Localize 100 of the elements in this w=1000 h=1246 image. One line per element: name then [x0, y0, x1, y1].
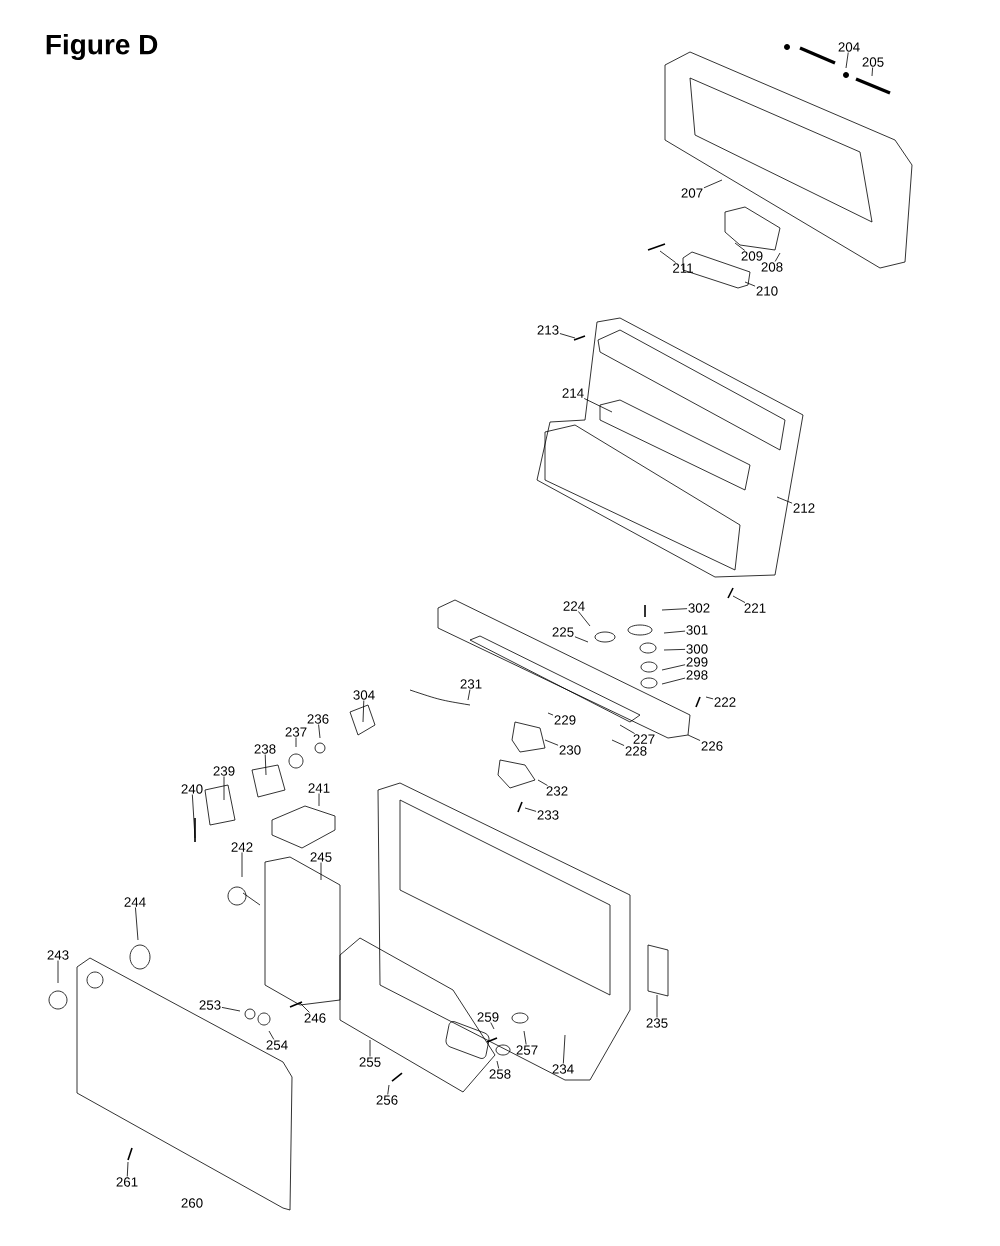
- callout-number: 246: [304, 1013, 326, 1023]
- leader-line: [268, 1030, 275, 1040]
- leader-line: [537, 779, 548, 786]
- callout-number: 228: [625, 746, 647, 756]
- callout-number: 221: [744, 603, 766, 613]
- leader-line: [732, 595, 746, 603]
- leader-line: [663, 648, 686, 651]
- leader-line: [191, 794, 196, 839]
- leader-line: [611, 739, 625, 746]
- leader-line: [320, 862, 322, 881]
- callout-number: 237: [285, 727, 307, 737]
- callout-number: 300: [686, 644, 708, 654]
- leader-line: [544, 739, 559, 746]
- callout-number: 260: [181, 1198, 203, 1208]
- callout-number: 241: [308, 783, 330, 793]
- leader-line: [490, 1022, 495, 1030]
- leader-line: [776, 496, 793, 504]
- leader-line: [547, 712, 554, 716]
- callout-number: 231: [460, 679, 482, 689]
- leader-line: [57, 960, 59, 984]
- callout-number: 299: [686, 657, 708, 667]
- leader-line: [523, 1030, 527, 1045]
- leader-line: [619, 724, 636, 734]
- callout-number: 229: [554, 715, 576, 725]
- callout-number: 226: [701, 741, 723, 751]
- leader-line: [369, 1039, 371, 1057]
- callout-number: 232: [546, 786, 568, 796]
- callout-number: 214: [562, 388, 584, 398]
- callout-number: 242: [231, 842, 253, 852]
- callout-number: 224: [563, 601, 585, 611]
- callout-number: 209: [741, 251, 763, 261]
- leader-line: [241, 852, 243, 878]
- callout-number: 227: [633, 734, 655, 744]
- callout-number: 225: [552, 627, 574, 637]
- callout-number: 298: [686, 670, 708, 680]
- figure-title: Figure D: [46, 33, 158, 61]
- callout-number: 234: [552, 1064, 574, 1074]
- leader-line: [299, 1002, 310, 1013]
- callout-number: 257: [516, 1045, 538, 1055]
- leader-line: [524, 807, 537, 812]
- callout-number: 239: [213, 766, 235, 776]
- callout-number: 304: [353, 690, 375, 700]
- leader-line: [663, 630, 686, 634]
- leader-line: [744, 281, 756, 287]
- callout-number: 255: [359, 1057, 381, 1067]
- callout-number: 258: [489, 1069, 511, 1079]
- leader-line: [362, 700, 365, 723]
- callout-number: 230: [559, 745, 581, 755]
- callout-number: 244: [124, 897, 146, 907]
- leader-line: [126, 1161, 129, 1177]
- leader-line: [734, 242, 746, 251]
- callout-number: 235: [646, 1018, 668, 1028]
- leader-line: [223, 776, 225, 801]
- leader-line: [871, 67, 873, 77]
- leader-line: [687, 734, 701, 741]
- callout-number: 245: [310, 852, 332, 862]
- leader-line: [774, 252, 781, 262]
- callout-number: 238: [254, 744, 276, 754]
- leader-line: [661, 677, 686, 685]
- callout-number: 222: [714, 697, 736, 707]
- leader-line: [467, 689, 471, 701]
- leader-line: [559, 333, 576, 339]
- leader-line: [661, 664, 686, 671]
- callout-number: 236: [307, 714, 329, 724]
- callout-number: 240: [181, 784, 203, 794]
- callout-number: 254: [266, 1040, 288, 1050]
- leader-line: [661, 608, 688, 611]
- callout-number: 261: [116, 1177, 138, 1187]
- callout-number: 210: [756, 286, 778, 296]
- callout-number: 208: [761, 262, 783, 272]
- leader-line: [583, 398, 613, 413]
- callout-number: 253: [199, 1000, 221, 1010]
- callout-number: 243: [47, 950, 69, 960]
- callout-number: 256: [376, 1095, 398, 1105]
- leader-line: [659, 250, 677, 263]
- callout-number: 207: [681, 188, 703, 198]
- leader-line: [656, 994, 658, 1018]
- leader-line: [387, 1084, 390, 1095]
- leader-line: [318, 724, 321, 739]
- callout-number: 211: [673, 263, 693, 273]
- leader-line: [703, 179, 723, 189]
- leader-line: [705, 696, 714, 700]
- callout-number: 259: [477, 1012, 499, 1022]
- leader-line: [496, 1060, 500, 1069]
- leader-line: [221, 1007, 241, 1012]
- leader-line: [574, 636, 589, 643]
- callout-number: 213: [537, 325, 559, 335]
- callout-number: 233: [537, 810, 559, 820]
- leader-line: [845, 52, 849, 69]
- leader-line: [577, 611, 591, 627]
- callout-number: 205: [862, 57, 884, 67]
- callout-number: 212: [793, 503, 815, 513]
- callout-number: 302: [688, 603, 710, 613]
- callout-number: 301: [686, 625, 708, 635]
- leader-line: [295, 737, 297, 748]
- leader-line: [135, 907, 139, 941]
- leader-line: [264, 754, 267, 776]
- leader-line: [562, 1034, 566, 1064]
- leader-line: [318, 793, 320, 807]
- callout-number: 204: [838, 42, 860, 52]
